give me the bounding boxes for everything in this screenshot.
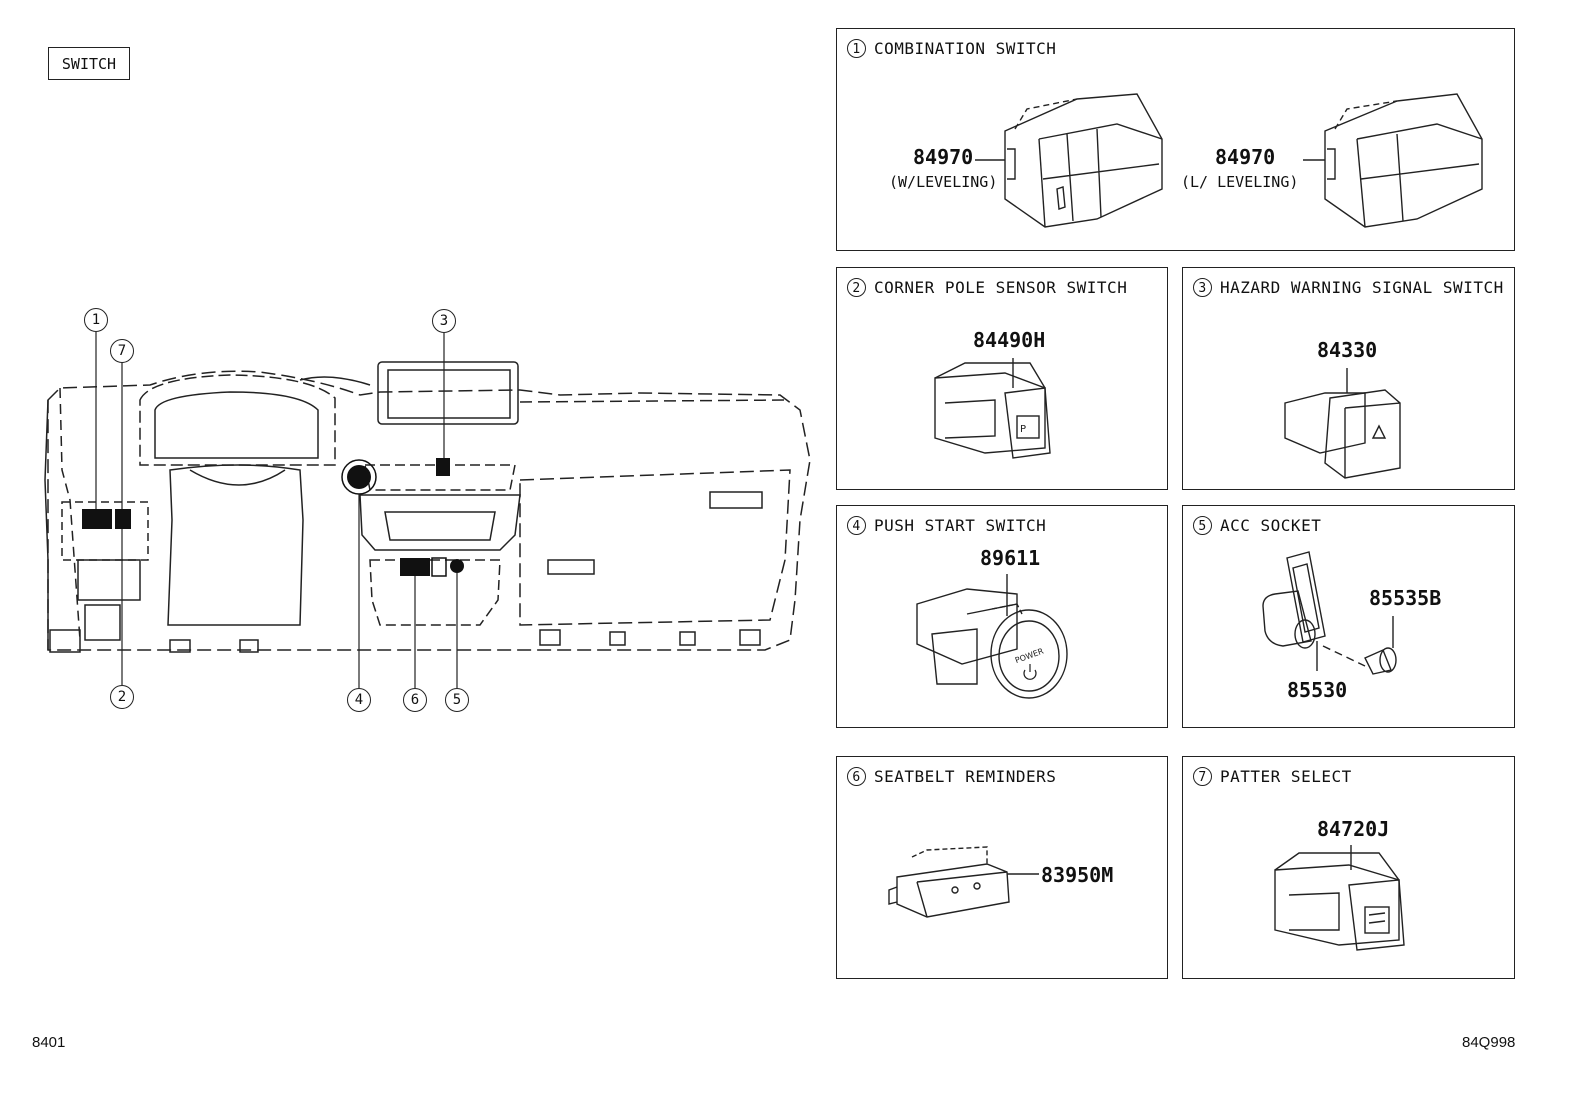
part-number: 83950M [1041,863,1114,887]
part-note: (W/LEVELING) [889,173,998,191]
panel-corner-pole-sensor-switch: 2 CORNER POLE SENSOR SWITCH 84490H P [836,267,1168,490]
callout-3: 3 [432,309,456,333]
panel-acc-socket: 5 ACC SOCKET 85535B 85530 [1182,505,1515,728]
panel-title-text: COMBINATION SWITCH [874,39,1057,58]
panel-title-text: ACC SOCKET [1220,516,1322,535]
panel-number: 5 [1193,516,1212,535]
part-number: 84330 [1317,338,1378,362]
panel-patter-select: 7 PATTER SELECT 84720J [1182,756,1515,979]
panel-number: 6 [847,767,866,786]
panel-title-text: PATTER SELECT [1220,767,1352,786]
panel-title-text: CORNER POLE SENSOR SWITCH [874,278,1128,297]
seatbelt-reminder-drawing [888,846,1039,918]
power-icon [1023,664,1037,680]
panel-number: 4 [847,516,866,535]
panel-number: 7 [1193,767,1212,786]
combination-switch-w-leveling-drawing [975,93,1163,228]
corner-pole-sensor-switch-drawing: P [934,358,1051,459]
panel-title-text: HAZARD WARNING SIGNAL SWITCH [1220,278,1504,297]
part-number: 84490H [973,328,1046,352]
part-number: 89611 [980,546,1041,570]
panel-title: 5 ACC SOCKET [1193,516,1321,535]
callout-1: 1 [84,308,108,332]
footer-right-code: 84Q998 [1462,1034,1516,1051]
panel-title: 3 HAZARD WARNING SIGNAL SWITCH [1193,278,1504,297]
callout-5: 5 [445,688,469,712]
panel-push-start-switch: 4 PUSH START SWITCH 89611 POWER [836,505,1168,728]
panel-title: 7 PATTER SELECT [1193,767,1352,786]
panel-hazard-warning-signal-switch: 3 HAZARD WARNING SIGNAL SWITCH 84330 [1182,267,1515,490]
push-start-switch-drawing: POWER [916,574,1068,699]
patter-select-switch-drawing [1274,845,1405,951]
part-number: 85535B [1369,586,1442,610]
combination-switch-l-leveling-drawing [1303,93,1483,228]
panel-title-text: SEATBELT REMINDERS [874,767,1057,786]
callout-4: 4 [347,688,371,712]
part-number: 84720J [1317,817,1390,841]
callout-2: 2 [110,685,134,709]
section-tag: SWITCH [48,47,130,80]
part-number: 84970 [913,145,974,169]
panel-number: 2 [847,278,866,297]
power-label: POWER [1014,646,1045,665]
panel-title: 2 CORNER POLE SENSOR SWITCH [847,278,1127,297]
panel-title: 6 SEATBELT REMINDERS [847,767,1056,786]
panel-number: 3 [1193,278,1212,297]
part-number: 85530 [1287,678,1348,702]
panel-combination-switch: 1 COMBINATION SWITCH 84970 (W/LEVELING) … [836,28,1515,251]
panel-title: 4 PUSH START SWITCH [847,516,1046,535]
p-icon: P [1020,424,1026,435]
footer-left-code: 8401 [32,1034,66,1051]
hazard-switch-drawing [1284,368,1401,479]
part-number: 84970 [1215,145,1276,169]
dashboard-overview-drawing [44,332,811,688]
acc-socket-drawing [1262,551,1397,675]
panel-number: 1 [847,39,866,58]
panel-title: 1 COMBINATION SWITCH [847,39,1056,58]
callout-6: 6 [403,688,427,712]
part-note: (L/ LEVELING) [1181,173,1299,191]
panel-title-text: PUSH START SWITCH [874,516,1047,535]
panel-seatbelt-reminders: 6 SEATBELT REMINDERS 83950M [836,756,1168,979]
callout-7: 7 [110,339,134,363]
